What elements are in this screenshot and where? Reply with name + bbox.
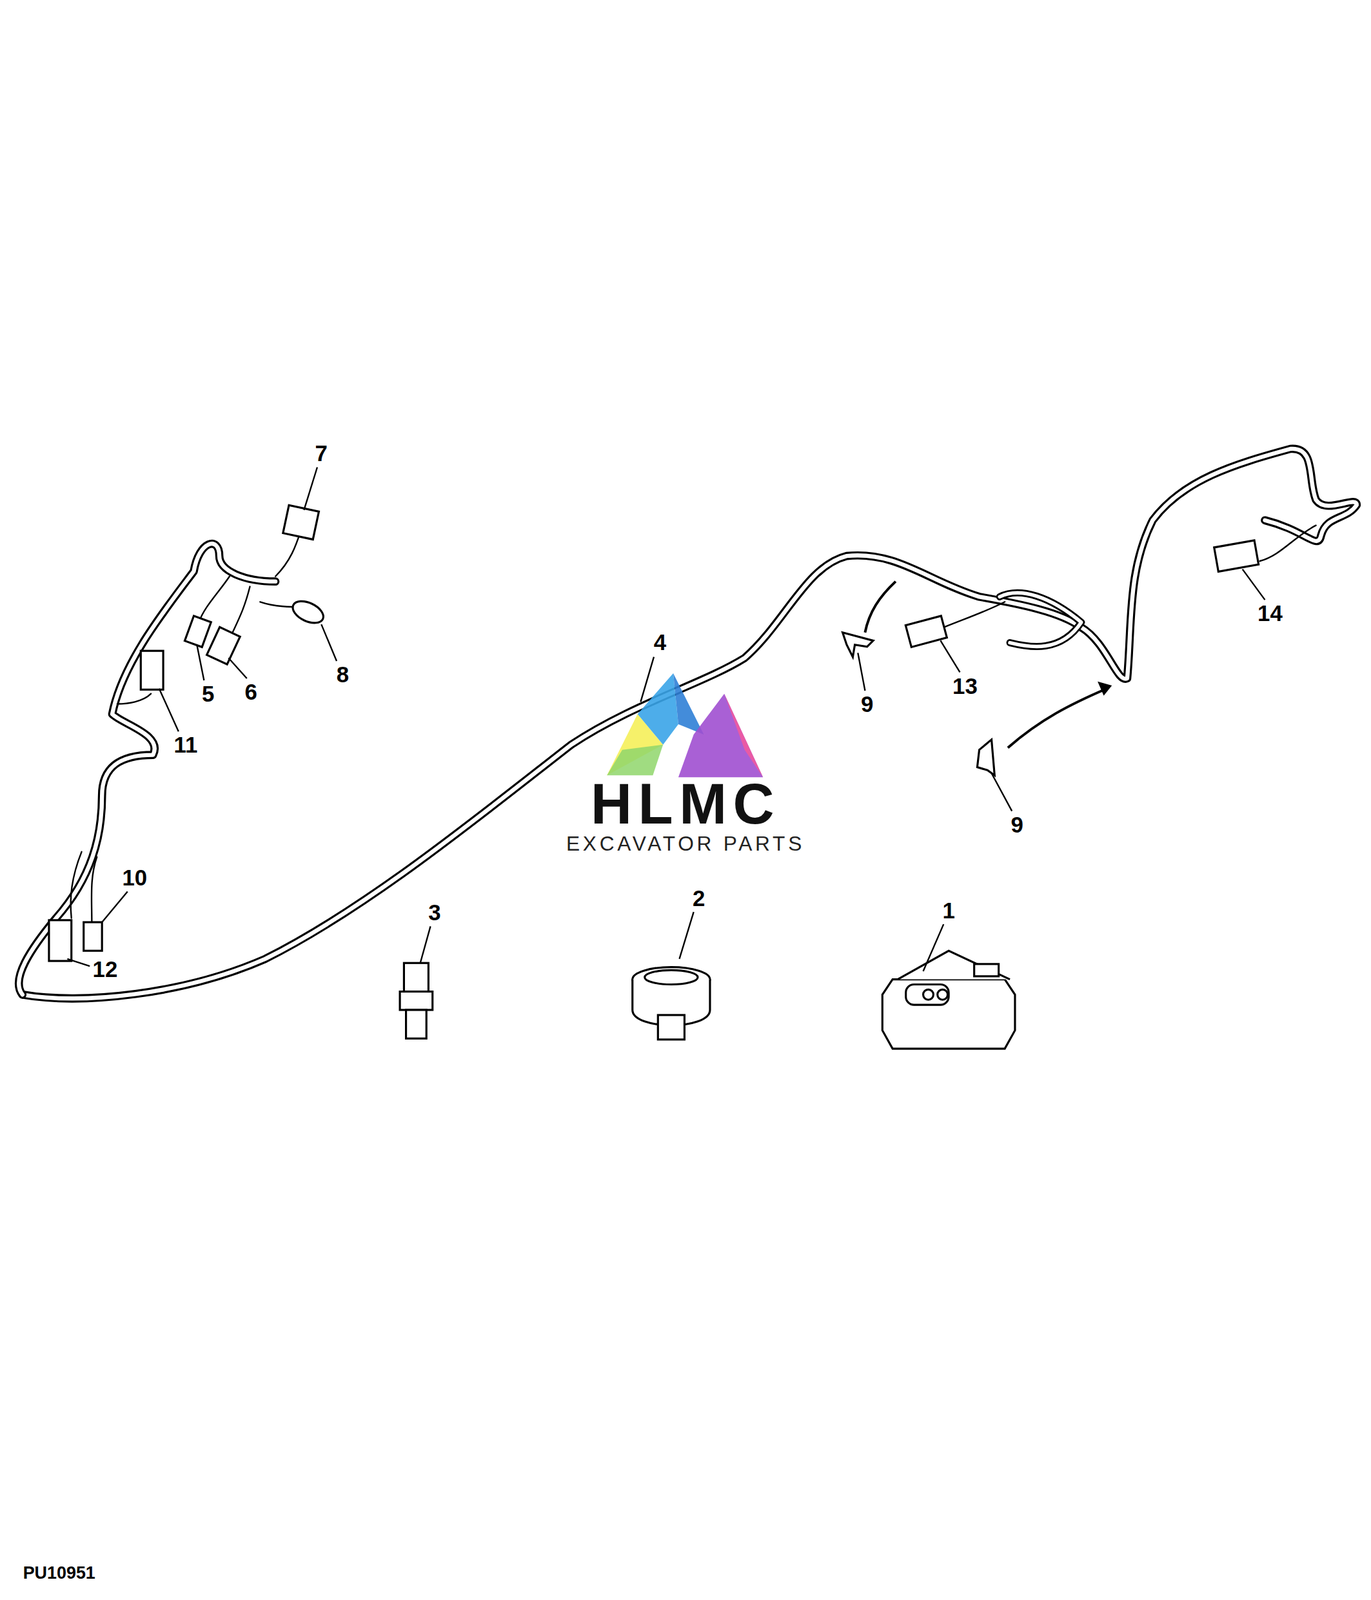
- callout-number: 5: [200, 683, 216, 707]
- callout-number: 2: [691, 887, 707, 910]
- callout-number: 12: [91, 958, 119, 982]
- callout-number: 10: [121, 867, 149, 890]
- callout-number: 3: [427, 901, 443, 925]
- callout-number: 13: [951, 675, 979, 698]
- callout-number: 14: [1256, 602, 1284, 626]
- callout-number: 4: [652, 631, 668, 654]
- callout-number: 9: [1009, 813, 1025, 837]
- callout-number: 7: [314, 443, 329, 466]
- callout-number: 9: [859, 693, 875, 717]
- callout-number: 8: [335, 664, 351, 687]
- callout-number: 6: [243, 681, 259, 705]
- callout-number: 11: [172, 734, 199, 758]
- callout-number: 1: [941, 899, 957, 923]
- watermark-subtitle: EXCAVATOR PARTS: [566, 833, 805, 854]
- figure-code: PU10951: [23, 1564, 96, 1582]
- logo-mark: [606, 673, 763, 778]
- watermark-title: HLMC: [590, 775, 781, 833]
